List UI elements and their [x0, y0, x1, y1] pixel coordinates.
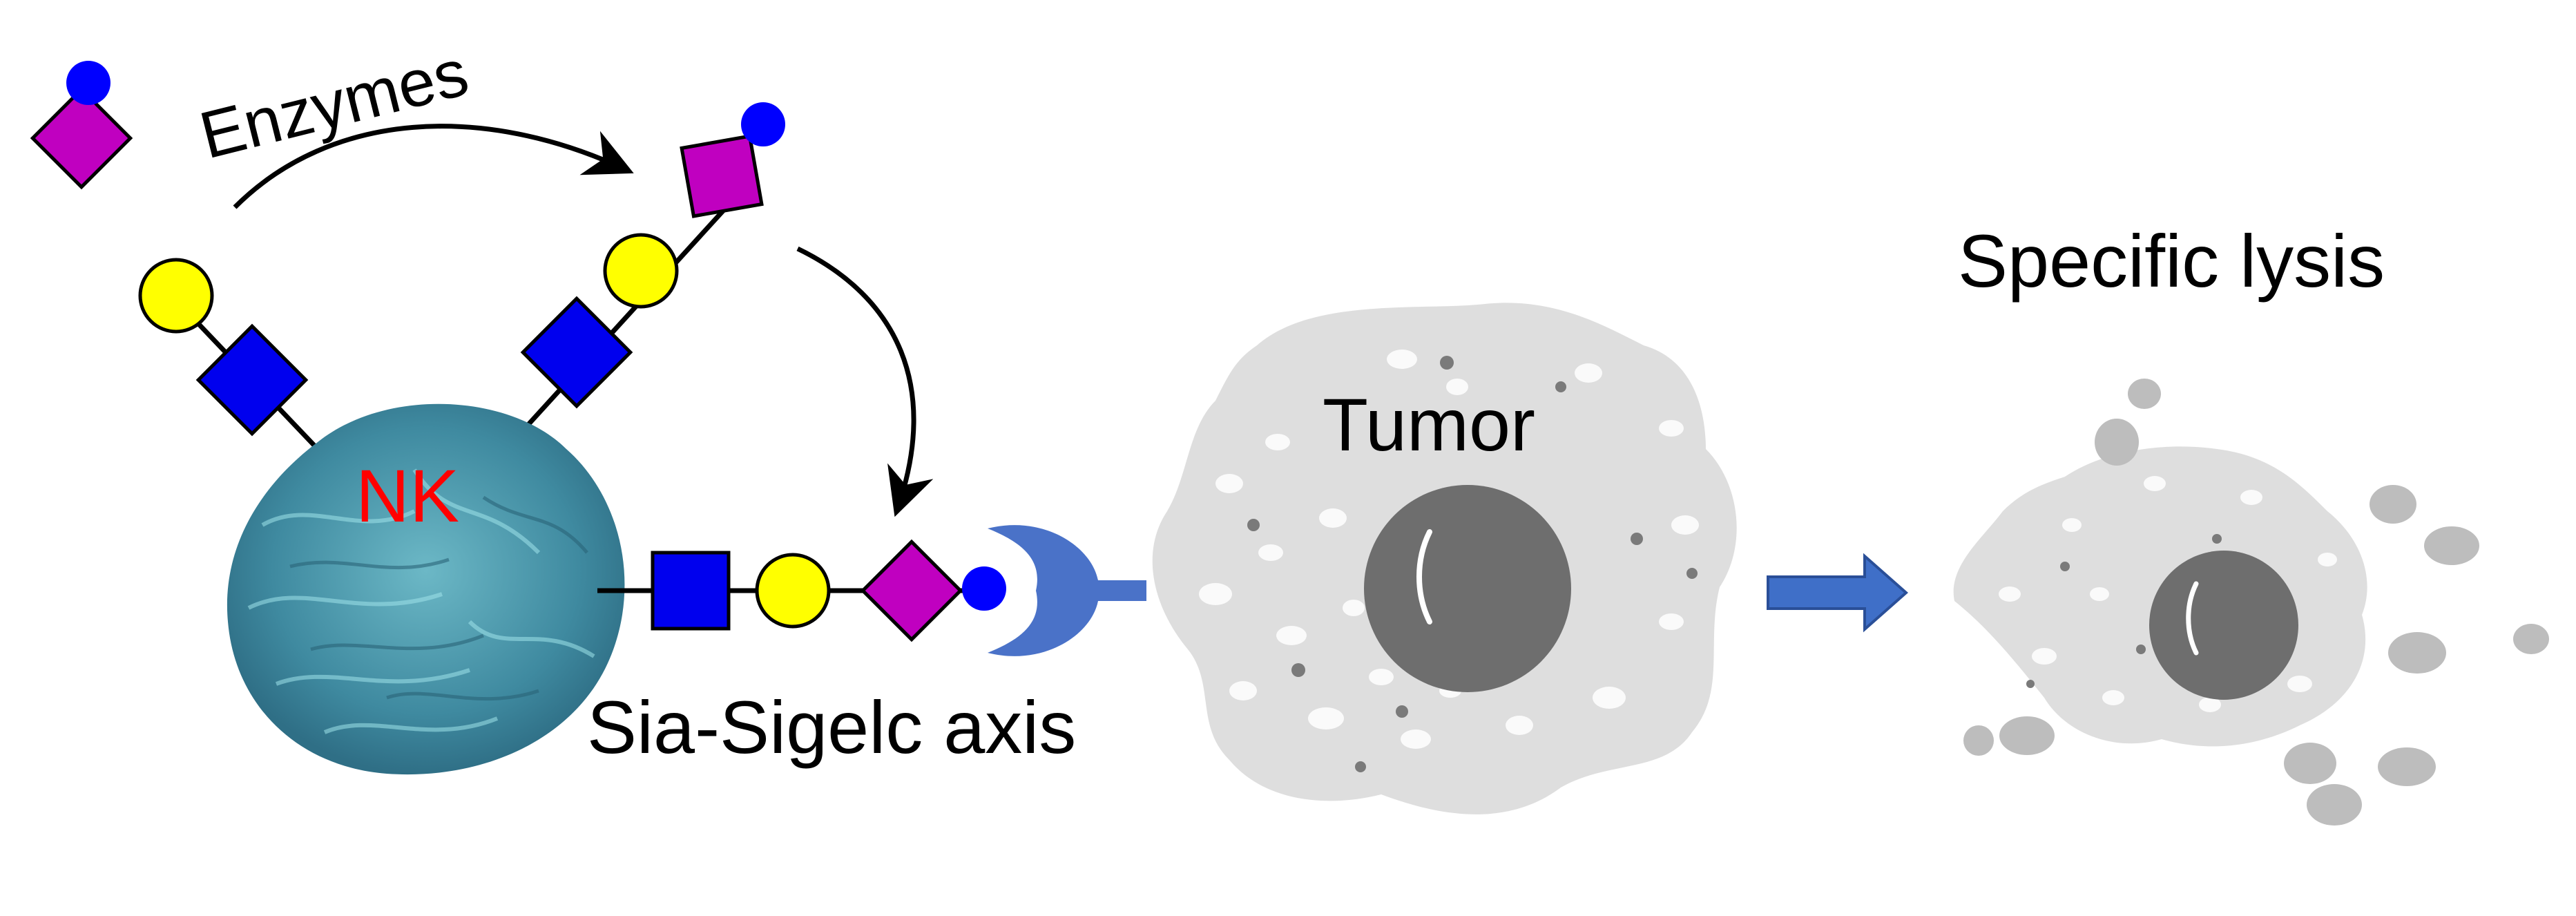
arrow-right-icon — [1767, 553, 1909, 633]
lysis-label: Specific lysis — [1958, 219, 2385, 303]
left-glycan-chain — [138, 258, 320, 451]
transfer-arrow — [796, 246, 934, 517]
tumor-cell — [1152, 303, 1737, 814]
axis-label: Sia-Sigelc axis — [587, 685, 1076, 769]
right-glycan-chain — [520, 102, 785, 430]
lysed-tumor-cell — [1953, 446, 2367, 747]
lysed-nucleus — [2149, 551, 2298, 700]
tumor-label: Tumor — [1323, 383, 1535, 466]
siglec-receptor-icon — [988, 525, 1146, 656]
tumor-nucleus — [1364, 485, 1571, 692]
glcnac-icon — [195, 323, 309, 437]
cell-debris — [1963, 379, 2549, 826]
nk-label: NK — [356, 454, 459, 537]
glcnac-icon — [651, 551, 731, 631]
enzymes-arrow — [233, 124, 634, 209]
galactose-icon — [603, 233, 679, 309]
bottom-glycan-chain — [597, 539, 1006, 642]
sialic-acid-icon — [860, 539, 963, 642]
nk-cell — [227, 403, 625, 775]
galactose-icon — [755, 553, 831, 629]
galactose-icon — [138, 258, 214, 334]
glcnac-icon — [520, 296, 633, 409]
enzymes-label: Enzymes — [193, 35, 475, 173]
sialic-acid-icon — [680, 134, 764, 218]
free-sialic-acid-icon — [30, 61, 133, 190]
